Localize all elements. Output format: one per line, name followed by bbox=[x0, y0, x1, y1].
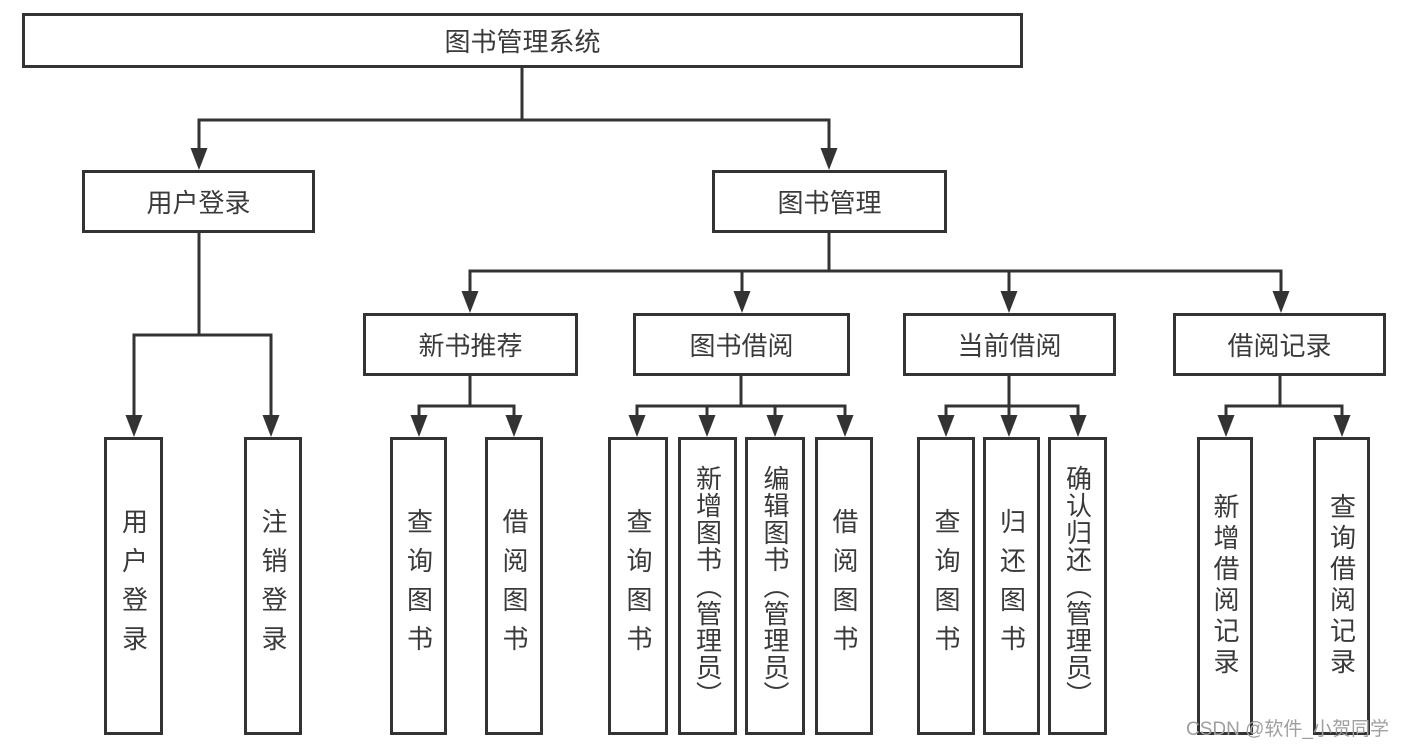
node-label: 用户登录 bbox=[146, 188, 251, 218]
node-label: 借阅图书 bbox=[499, 508, 529, 664]
node-new-book-recommend: 新书推荐 bbox=[363, 313, 578, 376]
node-book-management: 图书管理 bbox=[712, 170, 947, 233]
node-label: 归还图书 bbox=[996, 508, 1027, 664]
leaf-edit-book-admin: 编辑图书（管理员） bbox=[745, 437, 805, 735]
leaf-return-book: 归还图书 bbox=[983, 437, 1040, 735]
leaf-confirm-return-admin: 确认归还（管理员） bbox=[1048, 437, 1107, 735]
node-label: 查询图书 bbox=[403, 508, 434, 664]
leaf-add-borrow-record: 新增借阅记录 bbox=[1197, 437, 1253, 735]
node-label: 借阅记录 bbox=[1227, 331, 1332, 361]
leaf-logout: 注销登录 bbox=[244, 437, 302, 735]
leaf-borrow-book: 借阅图书 bbox=[815, 437, 873, 735]
node-current-borrow: 当前借阅 bbox=[903, 313, 1116, 376]
node-user-login: 用户登录 bbox=[82, 170, 315, 233]
leaf-query-book-current: 查询图书 bbox=[917, 437, 975, 735]
node-label: 用户登录 bbox=[118, 508, 149, 664]
node-label: 确认归还（管理员） bbox=[1062, 464, 1093, 708]
leaf-query-book-borrow: 查询图书 bbox=[608, 437, 668, 735]
csdn-watermark: CSDN @软件_小贺同学 bbox=[1186, 719, 1389, 740]
node-label: 注销登录 bbox=[258, 508, 288, 664]
node-library-management-system: 图书管理系统 bbox=[22, 13, 1023, 68]
leaf-borrow-book-recommend: 借阅图书 bbox=[485, 437, 543, 735]
node-label: 图书管理系统 bbox=[444, 27, 601, 57]
node-label: 图书管理 bbox=[777, 188, 882, 218]
node-label: 新增图书（管理员） bbox=[692, 464, 723, 708]
leaf-user-login: 用户登录 bbox=[104, 437, 163, 735]
leaf-query-book-recommend: 查询图书 bbox=[390, 437, 447, 735]
node-label: 新书推荐 bbox=[418, 331, 523, 361]
node-label: 当前借阅 bbox=[957, 331, 1062, 361]
node-label: 查询图书 bbox=[931, 508, 961, 664]
leaf-add-book-admin: 新增图书（管理员） bbox=[678, 437, 737, 735]
node-borrow-record: 借阅记录 bbox=[1173, 313, 1386, 376]
node-label: 查询图书 bbox=[623, 508, 653, 664]
node-label: 新增借阅记录 bbox=[1210, 493, 1240, 679]
node-label: 查询借阅记录 bbox=[1326, 493, 1357, 679]
node-label: 借阅图书 bbox=[829, 508, 859, 664]
node-label: 图书借阅 bbox=[689, 331, 794, 361]
node-book-borrow: 图书借阅 bbox=[633, 313, 850, 376]
node-label: 编辑图书（管理员） bbox=[760, 464, 790, 708]
leaf-query-borrow-record: 查询借阅记录 bbox=[1313, 437, 1370, 735]
